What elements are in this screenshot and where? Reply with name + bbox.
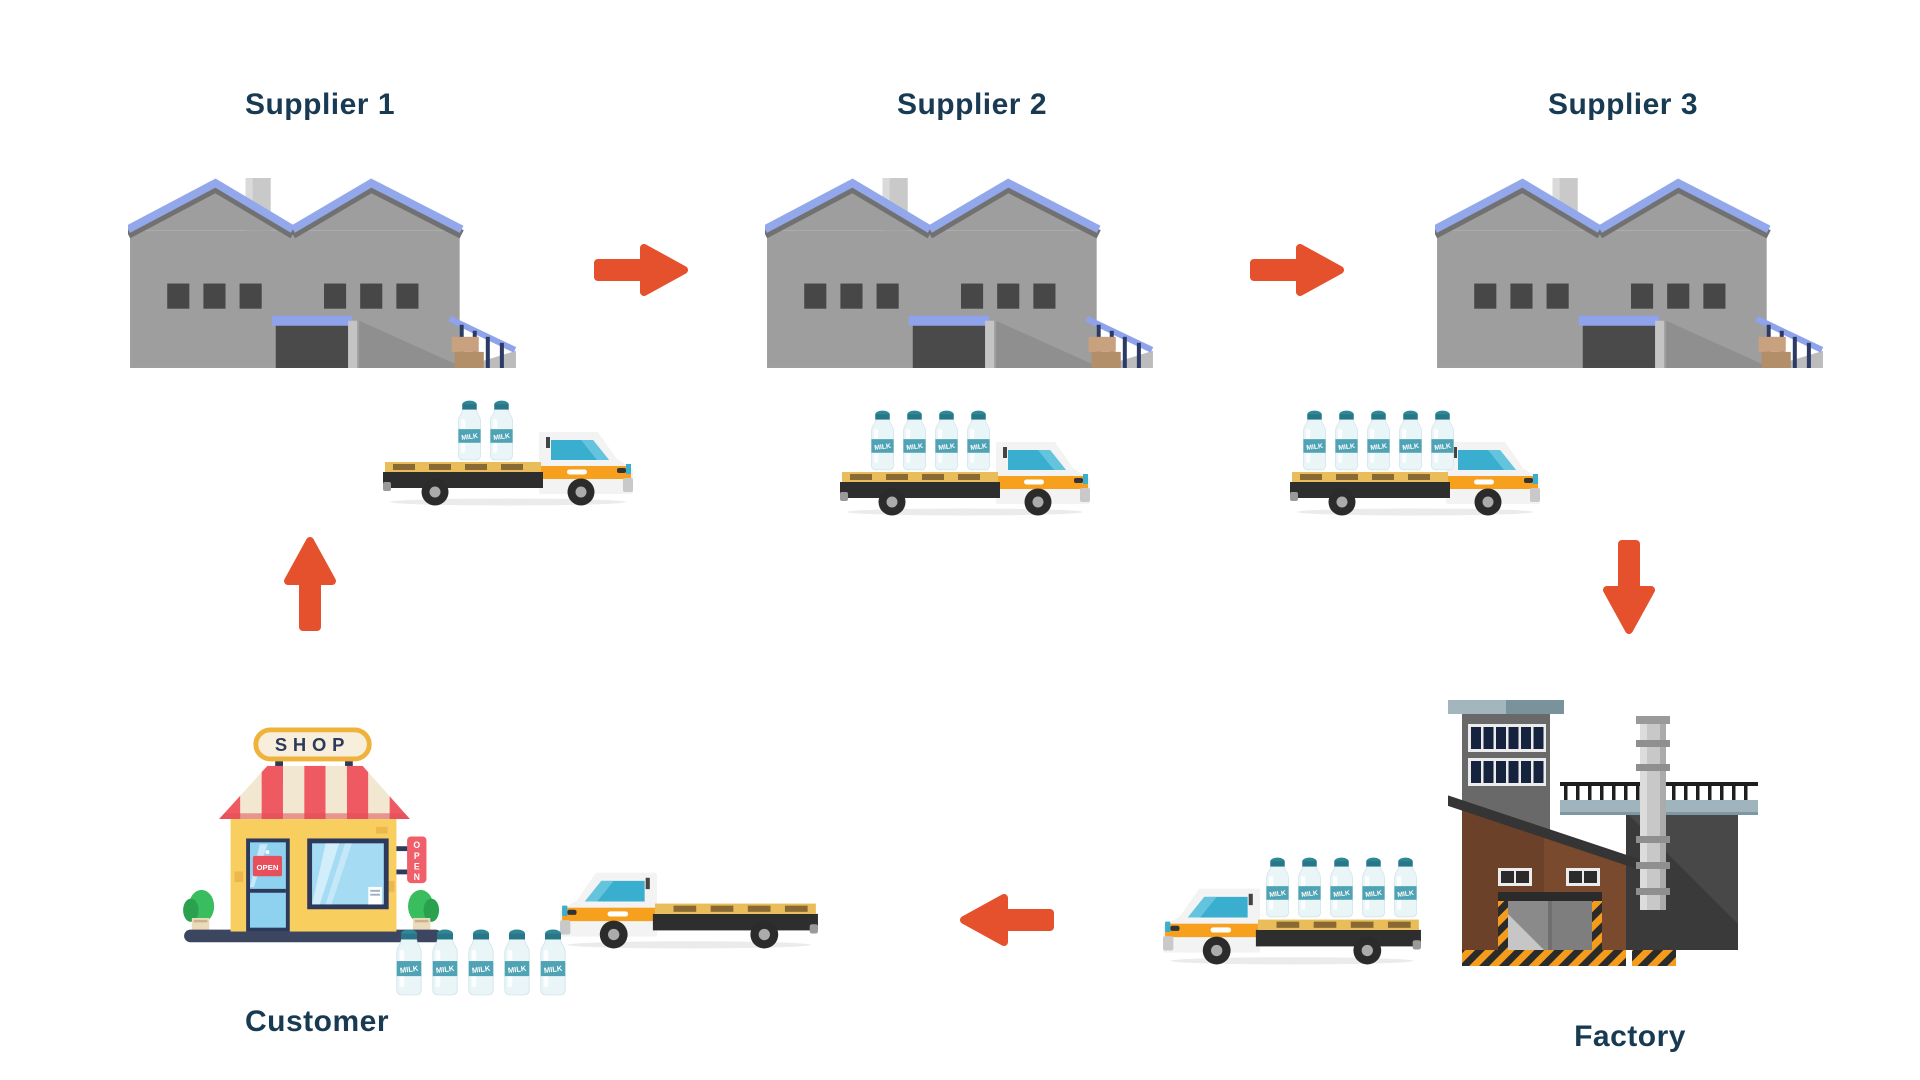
milk-bottle — [964, 408, 993, 472]
supplier2-warehouse-illustration — [765, 172, 1157, 373]
milk-bottle — [932, 408, 961, 472]
milk-bottle — [455, 398, 484, 462]
milk-bottle — [1391, 855, 1420, 919]
milk-bottles-on-truck — [1300, 408, 1457, 472]
supplier2-label: Supplier 2 — [896, 88, 1048, 121]
milk-bottle — [429, 925, 461, 999]
milk-bottle — [501, 925, 533, 999]
truck-supplier2 — [840, 422, 1090, 517]
arrow-supplier1-to-supplier2 — [592, 238, 692, 302]
milk-bottle — [868, 408, 897, 472]
milk-bottle — [487, 398, 516, 462]
supplier3-warehouse-illustration — [1435, 172, 1827, 373]
milk-bottle — [537, 925, 569, 999]
arrow-supplier2-to-supplier3 — [1248, 238, 1348, 302]
supplier1-label: Supplier 1 — [244, 88, 396, 121]
milk-bottle — [900, 408, 929, 472]
arrow-customer-to-supplier1 — [278, 533, 342, 633]
milk-bottle — [1359, 855, 1388, 919]
truck-factory — [1163, 868, 1421, 966]
arrow-supplier3-to-factory — [1597, 538, 1661, 638]
supplier1-warehouse-illustration — [128, 172, 520, 373]
factory-label: Factory — [1574, 1020, 1686, 1053]
milk-bottle — [465, 925, 497, 999]
milk-bottle — [1396, 408, 1425, 472]
milk-bottles-on-truck — [868, 408, 993, 472]
customer-label: Customer — [244, 1005, 390, 1038]
factory-building-illustration — [1448, 700, 1758, 970]
milk-bottle — [1327, 855, 1356, 919]
milk-bottle — [393, 925, 425, 999]
milk-bottle — [1332, 408, 1361, 472]
milk-bottles-on-truck — [455, 398, 516, 462]
milk-bottle — [1300, 408, 1329, 472]
milk-bottles-on-truck — [1263, 855, 1420, 919]
truck-supplier3 — [1290, 422, 1540, 517]
truck-supplier1 — [383, 412, 633, 507]
milk-bottle — [1295, 855, 1324, 919]
truck-customer-empty — [560, 852, 818, 950]
milk-bottles-at-shop — [393, 925, 569, 999]
truck-illustration — [560, 852, 818, 950]
milk-bottle — [1428, 408, 1457, 472]
customer-shop-illustration — [178, 726, 450, 949]
supplier3-label: Supplier 3 — [1547, 88, 1699, 121]
arrow-factory-to-customer — [956, 888, 1056, 952]
milk-bottle — [1364, 408, 1393, 472]
milk-bottle — [1263, 855, 1292, 919]
